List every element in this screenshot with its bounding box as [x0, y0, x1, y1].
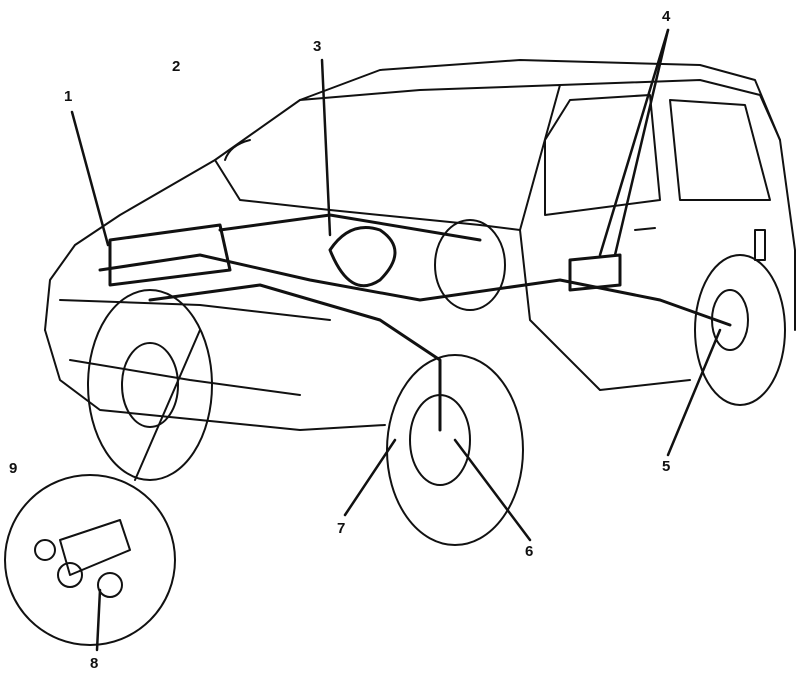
callout-3: 3 — [313, 38, 322, 55]
leader-lines — [70, 28, 722, 652]
callout-1: 1 — [64, 88, 73, 105]
callout-7: 7 — [337, 520, 346, 537]
callout-8: 8 — [90, 655, 99, 672]
brake-lines — [98, 213, 732, 432]
car-body — [44, 59, 796, 431]
wheels — [87, 219, 786, 546]
callout-5: 5 — [662, 458, 671, 475]
callout-4: 4 — [662, 8, 671, 25]
callout-9: 9 — [9, 460, 18, 477]
callout-6: 6 — [525, 543, 534, 560]
detail-circle — [4, 329, 201, 646]
callout-2: 2 — [172, 58, 181, 75]
